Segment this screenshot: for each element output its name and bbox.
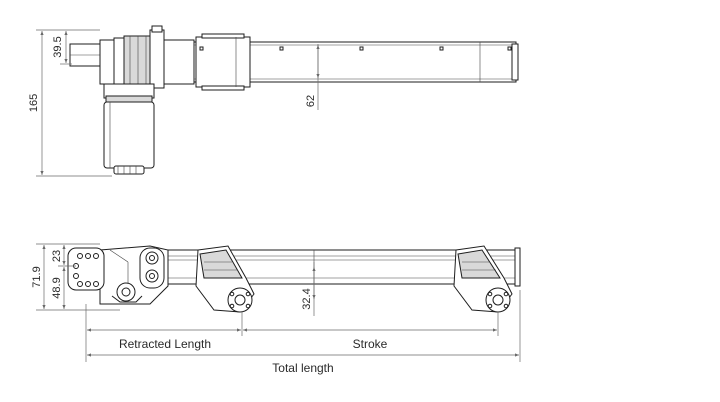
total-length-label: Total length — [272, 361, 333, 375]
dim-62-label: 62 — [305, 95, 317, 107]
length-dimensions — [85, 290, 521, 362]
dim-48-9-label: 48.9 — [51, 277, 63, 298]
side-view-dimensions — [36, 243, 316, 316]
top-view-end-flange — [69, 25, 195, 89]
dim-32-4-label: 32.4 — [301, 288, 313, 309]
retracted-length-label: Retracted Length — [119, 337, 211, 351]
top-view-dimensions — [36, 29, 320, 177]
top-view: 39.5 165 62 — [28, 25, 519, 177]
top-view-housing-tube — [193, 33, 519, 91]
dim-165-label: 165 — [28, 94, 40, 112]
side-view-gearbox-head — [67, 245, 169, 305]
dim-71-9-label: 71.9 — [31, 266, 43, 287]
side-view-carriage-right — [453, 245, 513, 313]
dim-23-label: 23 — [51, 250, 63, 262]
dim-39-5-label: 39.5 — [52, 36, 64, 57]
top-view-motor — [103, 83, 155, 175]
side-view-carriage-left — [195, 245, 255, 313]
stroke-label: Stroke — [353, 337, 388, 351]
side-view: 23 71.9 48.9 32.4 — [31, 243, 521, 316]
